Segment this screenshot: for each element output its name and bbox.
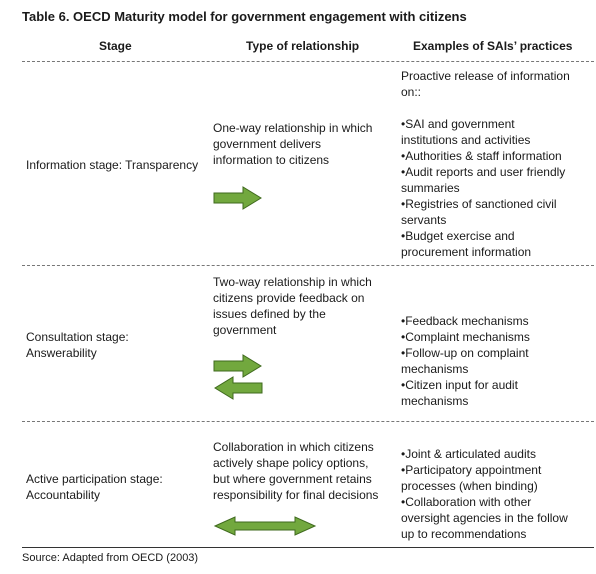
- row-divider: [22, 265, 594, 266]
- table-title: Table 6. OECD Maturity model for governm…: [22, 9, 467, 24]
- row-2-practices-list: •Feedback mechanisms •Complaint mechanis…: [401, 313, 530, 409]
- row-2-relationship: Two-way relationship in which citizens p…: [213, 275, 372, 337]
- list-item: •Collaboration with other oversight agen…: [401, 495, 568, 541]
- table-bottom-border: [22, 547, 594, 548]
- row-divider: [22, 421, 594, 422]
- list-item: •Audit reports and user friendly summari…: [401, 165, 566, 195]
- list-item: •Follow-up on complaint mechanisms: [401, 346, 529, 376]
- source-note: Source: Adapted from OECD (2003): [22, 552, 199, 564]
- right-arrow-icon: [213, 186, 262, 210]
- list-item: •Citizen input for audit mechanisms: [401, 378, 518, 408]
- row-3-practices-list: •Joint & articulated audits •Participato…: [401, 446, 568, 542]
- list-item: •Budget exercise and procurement informa…: [401, 229, 532, 259]
- header-divider: [22, 61, 594, 62]
- header-stage: Stage: [99, 39, 132, 53]
- list-item: •Complaint mechanisms: [401, 330, 530, 344]
- row-1-relationship: One-way relationship in which government…: [213, 121, 373, 167]
- row-1-practices-list: •SAI and government institutions and act…: [401, 116, 565, 260]
- row-1-stage: Information stage: Transparency: [26, 158, 199, 172]
- header-practices: Examples of SAIs’ practices: [413, 39, 573, 53]
- list-item: •Joint & articulated audits: [401, 447, 536, 461]
- list-item: •SAI and government institutions and act…: [401, 117, 531, 147]
- list-item: •Registries of sanctioned civil servants: [401, 197, 557, 227]
- row-3-stage: Active participation stage: Accountabili…: [26, 472, 163, 502]
- row-2-stage: Consultation stage: Answerability: [26, 330, 129, 360]
- row-1-practices-intro: Proactive release of information on::: [401, 69, 570, 99]
- double-headed-arrow-icon: [213, 516, 317, 536]
- row-3-relationship: Collaboration in which citizens actively…: [213, 440, 379, 502]
- header-relationship: Type of relationship: [246, 39, 360, 53]
- two-way-arrows-icon: [213, 354, 263, 400]
- list-item: •Authorities & staff information: [401, 149, 562, 163]
- list-item: •Feedback mechanisms: [401, 314, 529, 328]
- list-item: •Participatory appointment processes (wh…: [401, 463, 542, 493]
